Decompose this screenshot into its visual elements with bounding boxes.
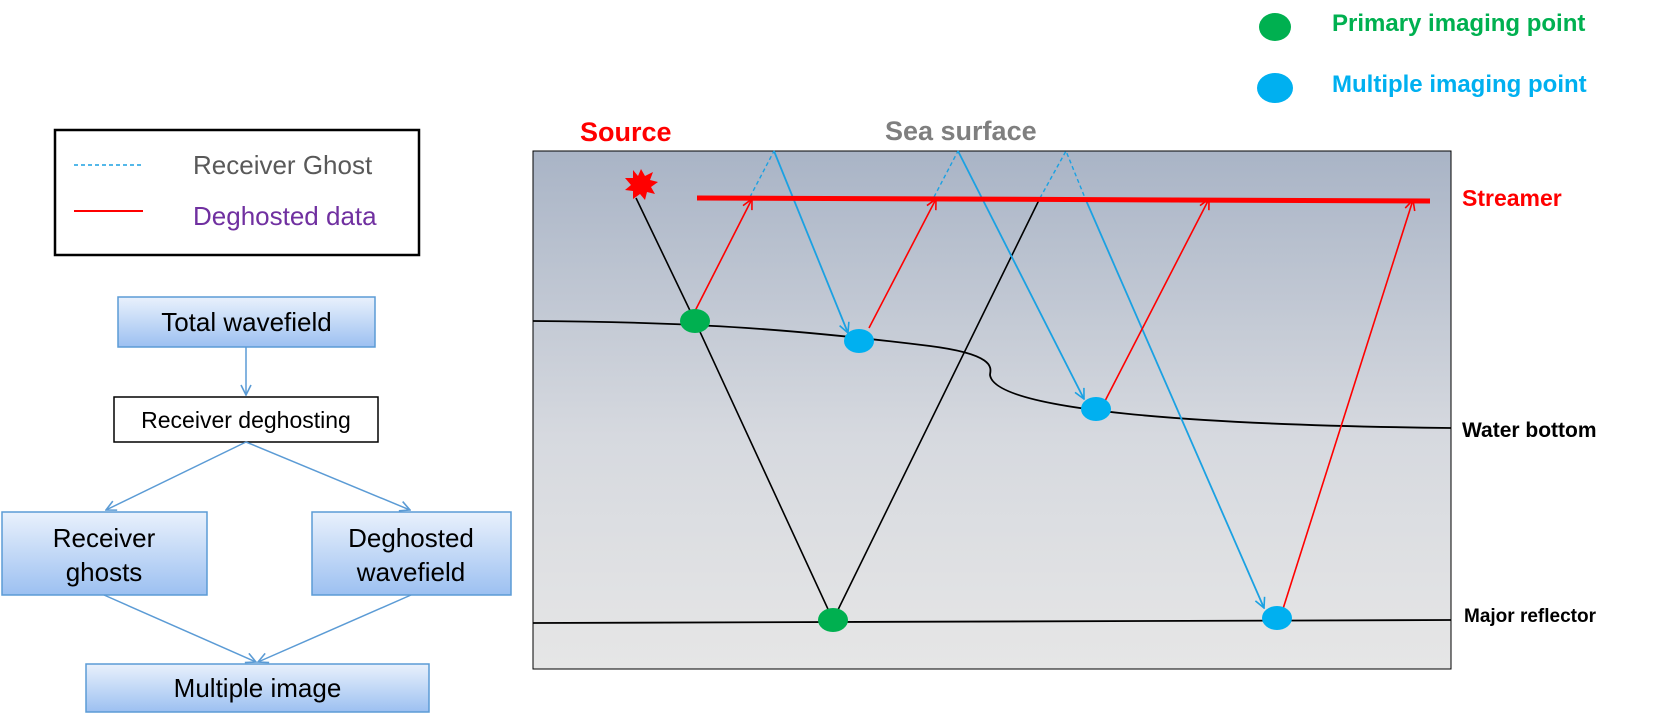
multiple-imaging-point [1262,606,1292,630]
deghosted-rays [694,199,1413,613]
receiver-ghost-legend-label: Receiver Ghost [193,150,373,180]
flow-arrow-to-deghosted-wavefield [245,441,410,510]
primary-imaging-point [680,309,710,333]
multiple-point-legend-icon [1257,73,1293,103]
deghosted-wavefield-label-line1: Deghosted [348,523,474,553]
ghost-ray-1-down [773,150,848,333]
streamer-cable [696,195,1431,204]
multiple-image-label: Multiple image [174,673,342,703]
primary-imaging-point [818,608,848,632]
ghost-ray-2-dashed [933,150,959,198]
ghost-ray-2-down [957,150,1084,399]
source-label: Source [580,117,672,147]
deghosted-wavefield-box [311,511,512,596]
multiple-point-legend-label: Multiple imaging point [1332,71,1587,98]
ghost-ray-3-dashed [1039,149,1086,199]
ray-type-legend: Receiver Ghost Deghosted data [53,128,421,257]
primary-point-legend-icon [1259,13,1291,41]
flow-arrow-ghosts-to-multiple-image [103,594,256,662]
flow-arrow-to-receiver-ghosts [106,441,247,510]
ghost-ray-1-dashed [749,150,775,198]
receiver-ghosts-label-line2: ghosts [66,557,143,587]
ghost-ray-3-down [1084,197,1264,608]
receiver-ghosts-box [1,511,208,596]
flow-arrow-deghosted-to-multiple-image [258,594,412,662]
receiver-deghosting-label: Receiver deghosting [141,407,351,433]
receiver-deghosting-box [113,396,379,443]
major-reflector-horizon [532,619,1452,624]
multiple-image-box [85,663,430,713]
deghosted-ray-2 [868,199,936,329]
ray-type-legend-frame [53,128,421,257]
deghosted-ray-3 [1104,199,1209,402]
water-bottom-label: Water bottom [1462,419,1597,442]
multiple-imaging-point [1081,397,1111,421]
total-wavefield-label: Total wavefield [161,307,332,337]
deghosted-ray-4 [1281,200,1413,613]
imaging-point-legend: Primary imaging point Multiple imaging p… [1257,10,1587,103]
primary-ray-path [635,197,1041,622]
major-reflector-label: Major reflector [1464,606,1597,627]
streamer-label: Streamer [1462,185,1562,211]
multiple-imaging-point [844,329,874,353]
receiver-ghosts-label-line1: Receiver [53,523,156,553]
water-layer-panel [532,150,1452,670]
seismic-section: Source Sea surface Streamer Water bottom… [532,116,1597,670]
primary-point-legend-label: Primary imaging point [1332,10,1585,37]
source-burst-icon [625,169,658,200]
deghosted-data-legend-label: Deghosted data [193,201,377,231]
deghosted-wavefield-label-line2: wavefield [356,557,465,587]
deghosted-ray-1 [694,199,752,312]
sea-surface-label: Sea surface [885,116,1037,146]
receiver-ghost-rays [749,149,1264,608]
workflow-chart: Total wavefield Receiver deghosting Rece… [1,296,512,713]
water-bottom-horizon [532,320,1452,429]
